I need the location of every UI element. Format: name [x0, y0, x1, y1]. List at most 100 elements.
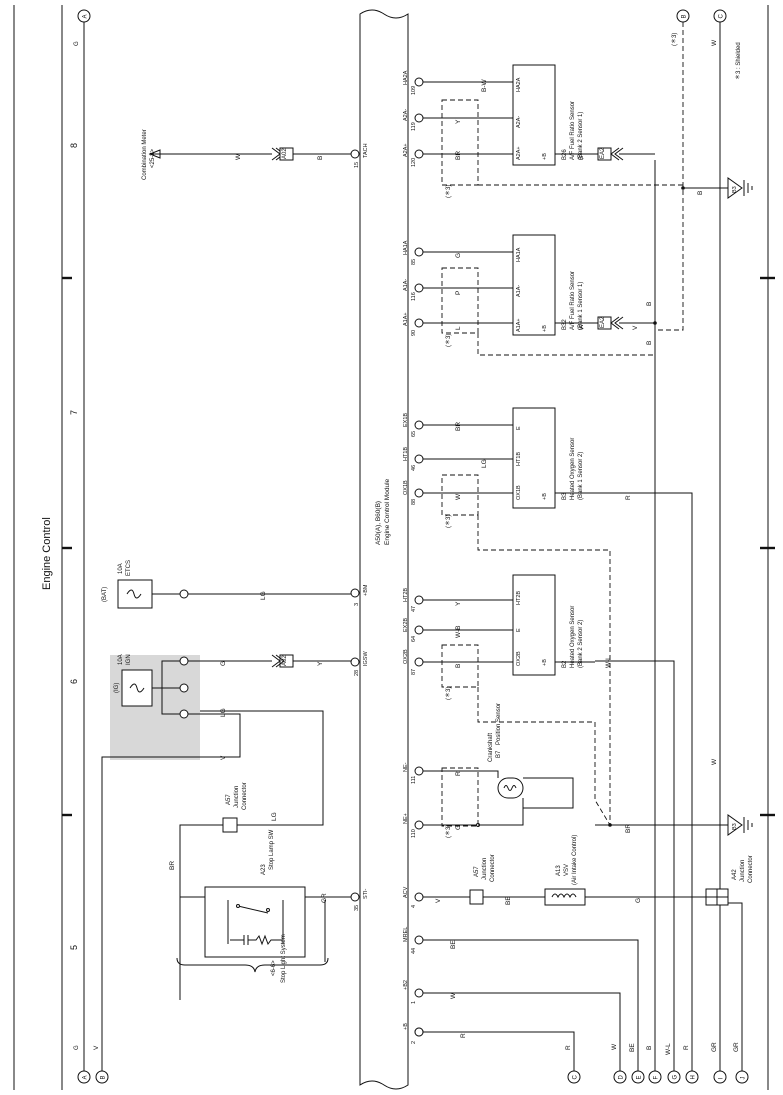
ruler-number-8: 8: [69, 143, 79, 148]
wire-label-bw: B-W: [481, 79, 488, 93]
a57-connector-top: [222, 817, 238, 833]
ecm-pin-name: TACH: [363, 143, 369, 158]
diagram-frame: 5 6 7 8 G G Engine Control ＊3 : Shielded: [13, 5, 775, 1090]
etcs-source: (BAT): [102, 587, 108, 602]
b26-pin: HA2A: [516, 77, 522, 92]
a23-id: A23: [261, 864, 267, 875]
ecm-pin-name: +B: [403, 1023, 409, 1030]
terminal-e-bottom: E: [637, 1075, 643, 1079]
ecm-pin-num: 85: [411, 259, 417, 265]
shield-mark: (＊3): [445, 185, 452, 198]
a57-name: Junction: [234, 786, 240, 808]
wire-label-wl: W-L: [665, 1043, 672, 1055]
ecm-pin-num: 109: [411, 86, 417, 95]
ecm-pin-num: 88: [411, 499, 417, 505]
wire-label-br: BR: [625, 824, 632, 833]
b3-pin: HT1B: [516, 452, 522, 466]
ecm-pin-name: HT2B: [403, 588, 409, 602]
tach-circuit: Combination Meter <25-3> W A02 B: [142, 129, 351, 180]
b26-name: A/F Fuel Ratio Sensor: [570, 101, 576, 160]
ecm-pin-name: HT1B: [403, 447, 409, 461]
wire-label-gr: GR: [711, 1042, 718, 1052]
a02-tag: A02: [282, 148, 288, 159]
ecm-pin-name: HA2A: [403, 70, 409, 85]
a42-id: A42: [732, 869, 738, 880]
ea2-tag: EA2: [600, 147, 606, 159]
combo-name: Combination Meter: [142, 129, 148, 180]
shield-mark: (＊3): [671, 33, 678, 46]
ecm-pin-num: 28: [354, 670, 360, 676]
ecm-pin-num: 3: [354, 603, 360, 606]
a13-sub: (Air Intake Control): [572, 835, 578, 885]
terminal-j-bottom: J: [741, 1077, 747, 1080]
ecm-pin-name: EX1B: [403, 413, 409, 427]
b3-sensor-box: [512, 407, 556, 509]
b26-pin: A2A-: [516, 116, 522, 128]
a13-id: A13: [556, 865, 562, 876]
terminal-c-top: C: [719, 14, 725, 19]
ruler-number-6: 6: [69, 679, 79, 684]
b32-pin: HA1A: [516, 247, 522, 262]
b32-sub: (Bank 1 Sensor 1): [578, 282, 584, 330]
b32-pin: +B: [542, 325, 548, 332]
terminal-d-bottom: D: [619, 1075, 625, 1080]
b2-pin: OX2B: [516, 651, 522, 666]
b32-sensor-box: [512, 234, 556, 336]
ruler-letter-bottom: G: [74, 1045, 80, 1050]
wire-label-be: BE: [505, 896, 512, 905]
b2-pin: +B: [542, 659, 548, 666]
ruler-letter-top: G: [74, 41, 80, 46]
shield-mark: (＊3): [445, 334, 452, 347]
wire-label-w: W: [578, 323, 585, 330]
terminal-f-bottom: F: [654, 1076, 660, 1080]
shield-mark: (＊3): [445, 825, 452, 838]
ecm-pin-num: 4: [411, 905, 417, 908]
wire-label-w: W: [711, 758, 718, 765]
terminal-a-top: A: [83, 14, 89, 18]
ecm-pin-name: ACV: [403, 886, 409, 898]
wire-label-r: R: [683, 1045, 690, 1050]
wire-label-v: V: [93, 1045, 100, 1050]
ecm-pin-num: 47: [411, 606, 417, 612]
ecm-pin-num: 1: [411, 1001, 417, 1004]
wire-label-br: BR: [169, 861, 176, 870]
ign-name: IGN: [126, 654, 132, 665]
b7-id: B7: [496, 750, 502, 758]
b2-sub: (Bank 2 Sensor 2): [578, 620, 584, 668]
wire-label-w: W: [611, 1043, 618, 1050]
page-title: Engine Control: [41, 517, 53, 590]
bottom-wiring: R R W W BE BE B W-L W-L R R GR W W GR: [423, 22, 743, 1071]
wire-label-r: R: [460, 1033, 467, 1038]
ground-bottom: B3 BR: [595, 814, 753, 836]
wire-label-r: R: [625, 495, 632, 500]
ecm-pin-name: IGSW: [363, 651, 369, 666]
wire-label-be: BE: [450, 940, 457, 949]
a57-name: Junction: [482, 858, 488, 880]
shield-mark: (＊3): [445, 687, 452, 700]
a57-id: A57: [474, 866, 480, 877]
terminal-b-bottom: B: [101, 1075, 107, 1079]
ecm-pin-name: NE+: [403, 813, 409, 824]
wire-label-br: BR: [455, 151, 462, 160]
b26-af-sensor: HA2A A2A- A2A+ +B B26 A/F Fuel Ratio Sen…: [423, 22, 704, 331]
ground-b3-bottom: B3: [732, 823, 738, 830]
b3-oxygen-sensor: E HT1B OX1B +B B3 Heated Oxygen Sensor (…: [423, 407, 611, 825]
b26-sub: (Bank 2 Sensor 1): [578, 112, 584, 160]
ecm-pin-name: MREL: [403, 927, 409, 942]
etcs-fuse-block: (BAT) 10A ETCS LG: [102, 560, 351, 609]
ecm-pin-name: A1A+: [403, 312, 409, 326]
b3-pin: E: [516, 426, 522, 430]
combo-ref: <25-3>: [150, 148, 156, 168]
wire-label-g: G: [220, 661, 227, 666]
ecm-pin-num: 2: [411, 1041, 417, 1044]
wire-label-w: W: [235, 153, 242, 160]
wire-label-b: B: [455, 664, 462, 668]
wire-label-r: R: [455, 771, 462, 776]
ruler-number-5: 5: [69, 945, 79, 950]
a13-name: VSV: [564, 864, 570, 876]
terminal-a-bottom: A: [83, 1075, 89, 1079]
ecm-pin-name: STI-: [363, 888, 369, 899]
vsv-coil: [544, 888, 586, 906]
ecm-pin-name: HA1A: [403, 240, 409, 255]
ecm-pin-name: EX2B: [403, 618, 409, 632]
